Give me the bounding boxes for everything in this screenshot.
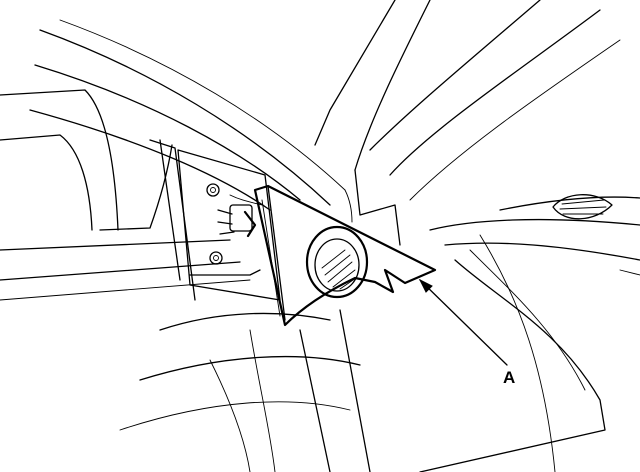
mirror-garnish bbox=[253, 184, 437, 327]
connector-icon bbox=[217, 204, 257, 238]
grommet-icon bbox=[305, 225, 369, 299]
door-frame bbox=[0, 89, 261, 301]
screw-icon bbox=[206, 183, 220, 197]
right-panel bbox=[419, 196, 640, 472]
a-pillar bbox=[29, 19, 346, 211]
mirror-mount bbox=[177, 149, 281, 301]
vent-icon bbox=[552, 194, 613, 220]
interior-trim bbox=[119, 309, 371, 472]
callout-label-a: A bbox=[503, 368, 516, 387]
callout-leader-a bbox=[418, 278, 508, 366]
windshield-frame bbox=[314, 0, 621, 246]
screw-icon bbox=[209, 251, 223, 265]
